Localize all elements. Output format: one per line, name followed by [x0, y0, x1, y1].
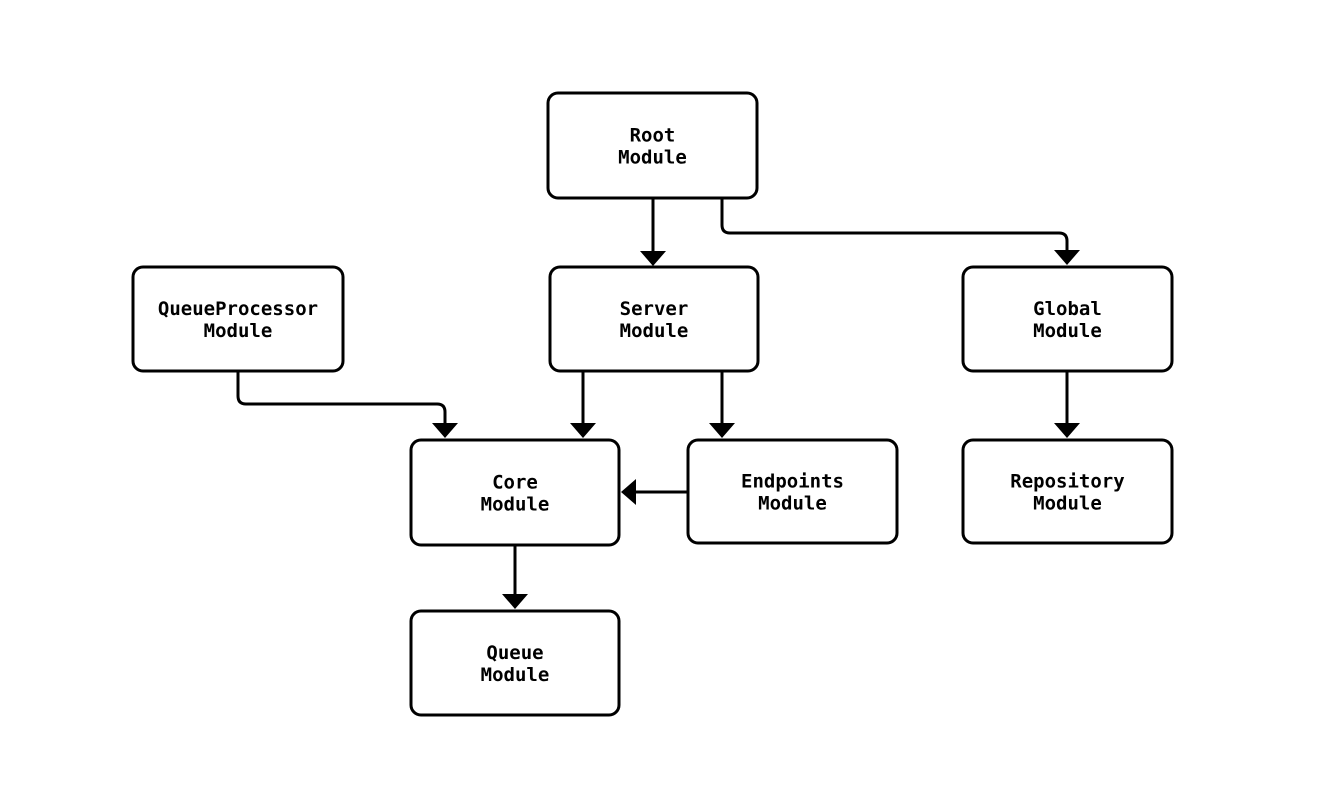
node-label-line: Module [1033, 320, 1102, 342]
arrowhead-endpoints-core [621, 479, 636, 505]
node-label-line: Module [204, 320, 273, 342]
arrowhead-root-global [1054, 250, 1080, 265]
edge-root-global [720, 198, 1069, 252]
node-box [961, 438, 1174, 545]
node-label-line: Module [481, 494, 550, 516]
node-box [548, 265, 760, 373]
node-label-line: Endpoints [741, 471, 844, 493]
node-label-line: Module [1033, 493, 1102, 515]
node-label-line: Module [620, 320, 689, 342]
node-label-line: Queue [486, 642, 543, 664]
node-label-line: Global [1033, 298, 1102, 320]
node-label-line: Module [481, 664, 550, 686]
node-box [961, 265, 1174, 373]
arrowhead-global-repository [1054, 423, 1080, 438]
arrowhead-queueprocessor-core [432, 423, 458, 438]
node-label-line: Root [630, 125, 676, 147]
node-label-line: Module [618, 147, 687, 169]
arrowhead-server-core [570, 423, 596, 438]
node-box [131, 265, 345, 373]
node-label-line: Module [758, 493, 827, 515]
edge-queueprocessor-core [236, 369, 447, 425]
node-label-line: Server [620, 298, 689, 320]
node-box [686, 438, 899, 545]
node-label-line: Core [492, 472, 538, 494]
node-label-line: QueueProcessor [158, 298, 318, 320]
arrowhead-server-endpoints [709, 423, 735, 438]
arrowhead-core-queue [502, 594, 528, 609]
node-label-line: Repository [1010, 471, 1124, 493]
node-box [409, 609, 621, 717]
node-box [546, 91, 759, 200]
arrowhead-root-server [640, 251, 666, 266]
node-box [409, 438, 621, 547]
